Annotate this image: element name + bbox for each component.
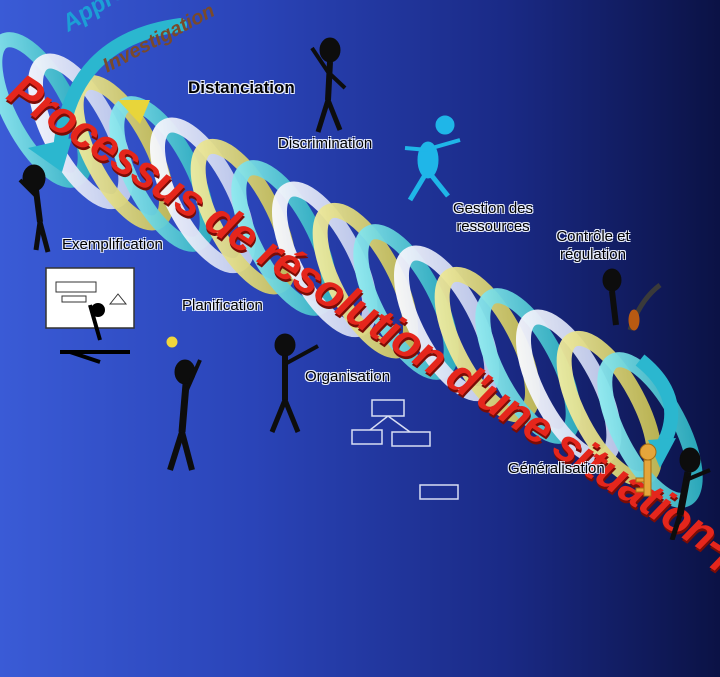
gestion-line1: Gestion des [452, 200, 534, 217]
label-gestion-ressources: Gestion des ressources [448, 200, 538, 236]
label-distanciation: Distanciation [188, 78, 295, 97]
arrow-head-icon [118, 100, 150, 124]
label-generalisation: Généralisation [508, 460, 605, 477]
label-exemplification: Exemplification [62, 236, 163, 253]
controle-line1: Contrôle et [556, 228, 630, 245]
appropriation-arc [53, 18, 187, 157]
spiral-ribbon [0, 18, 703, 508]
label-discrimination: Discrimination [278, 135, 373, 152]
label-organisation: Organisation [305, 368, 391, 385]
controle-line2: régulation [560, 246, 626, 263]
label-controle-regulation: Contrôle et régulation [548, 228, 638, 264]
gestion-line2: ressources [456, 218, 530, 235]
label-planification: Planification [182, 297, 263, 314]
arrow-head-icon [28, 138, 72, 172]
